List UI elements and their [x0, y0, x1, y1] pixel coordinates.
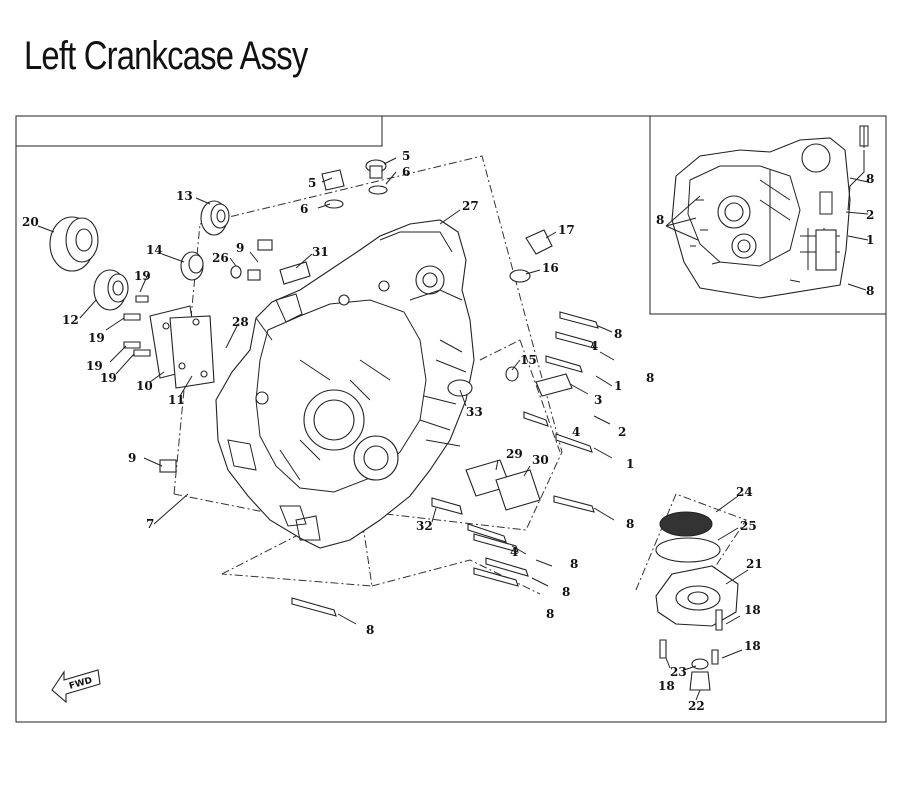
callout-31: 31	[312, 245, 329, 259]
fwd-arrow: FWD	[51, 669, 101, 704]
callout-8: 8	[614, 327, 622, 341]
bolt-18	[711, 649, 719, 665]
long-bolts-8	[291, 311, 599, 617]
drain-plug-22	[689, 671, 711, 691]
plug-5-right	[365, 159, 388, 195]
callout-23: 23	[670, 665, 687, 679]
callout-1: 1	[626, 457, 634, 471]
callout-8: 8	[546, 607, 554, 621]
screw-19	[123, 313, 141, 321]
callout-3: 3	[594, 393, 602, 407]
callout-24: 24	[736, 485, 753, 499]
callout-4: 4	[510, 545, 518, 559]
callout-2: 2	[618, 425, 626, 439]
callout-20: 20	[22, 215, 39, 229]
callout-9: 9	[236, 241, 244, 255]
cover-plate-10	[149, 305, 215, 389]
callout-29: 29	[506, 447, 523, 461]
callout-2: 2	[866, 208, 874, 222]
callout-8: 8	[562, 585, 570, 599]
bushings-29-30	[465, 459, 541, 511]
callout-27: 27	[462, 199, 479, 213]
callout-25: 25	[740, 519, 757, 533]
bearing-13	[200, 200, 230, 236]
callout-8: 8	[366, 623, 374, 637]
bearing-20	[49, 216, 99, 272]
screw-19	[123, 341, 141, 349]
sleeve-31	[279, 261, 311, 285]
callout-18: 18	[744, 603, 761, 617]
callout-26: 26	[212, 251, 229, 265]
callout-18: 18	[658, 679, 675, 693]
dipstick-17	[509, 229, 553, 283]
callout-19: 19	[100, 371, 117, 385]
bolt-2	[523, 411, 549, 427]
callout-16: 16	[542, 261, 559, 275]
inset-frame	[649, 115, 887, 315]
bolt-18	[715, 609, 723, 631]
callout-21: 21	[746, 557, 763, 571]
callout-19: 19	[134, 269, 151, 283]
callout-4: 4	[590, 339, 598, 353]
dowel-9	[247, 269, 261, 281]
bolt-18	[659, 639, 667, 659]
o-ring-25	[655, 537, 721, 563]
callout-14: 14	[146, 243, 163, 257]
callout-22: 22	[688, 699, 705, 713]
callout-5: 5	[308, 176, 316, 190]
plug-5-left	[321, 169, 345, 209]
callout-8: 8	[866, 172, 874, 186]
assembled-engine-inset	[671, 125, 869, 299]
callout-19: 19	[86, 359, 103, 373]
callout-8: 8	[656, 213, 664, 227]
callout-8: 8	[626, 517, 634, 531]
bolt-3	[535, 373, 573, 397]
filter-cover-21	[655, 565, 739, 627]
seal-26	[230, 265, 242, 279]
dowel-9	[159, 459, 177, 473]
callout-33: 33	[466, 405, 483, 419]
callout-6: 6	[300, 202, 308, 216]
callout-15: 15	[520, 353, 537, 367]
left-crankcase	[215, 219, 475, 549]
bearing-12	[93, 269, 129, 311]
callout-32: 32	[416, 519, 433, 533]
callout-13: 13	[176, 189, 193, 203]
screw-19	[133, 349, 151, 357]
washer-23	[691, 658, 709, 670]
callout-8: 8	[866, 284, 874, 298]
callout-1: 1	[866, 233, 874, 247]
callout-8: 8	[646, 371, 654, 385]
bolt-4	[467, 523, 507, 543]
callout-19: 19	[88, 331, 105, 345]
bearing-14	[180, 251, 204, 281]
callout-8: 8	[570, 557, 578, 571]
bolt-1	[555, 433, 593, 453]
screw-19	[135, 295, 149, 303]
callout-6: 6	[402, 165, 410, 179]
callout-7: 7	[146, 517, 154, 531]
callout-9: 9	[128, 451, 136, 465]
callout-4: 4	[572, 425, 580, 439]
pin-32	[431, 497, 463, 515]
callout-28: 28	[232, 315, 249, 329]
callout-11: 11	[168, 393, 185, 407]
callout-18: 18	[744, 639, 761, 653]
callout-1: 1	[614, 379, 622, 393]
callout-17: 17	[558, 223, 575, 237]
callout-12: 12	[62, 313, 79, 327]
callout-5: 5	[402, 149, 410, 163]
washer-15	[505, 366, 519, 382]
callout-30: 30	[532, 453, 549, 467]
diagram-frame	[15, 115, 887, 723]
filter-24	[659, 511, 713, 537]
callout-10: 10	[136, 379, 153, 393]
dowel-9	[257, 239, 273, 251]
title-block	[16, 116, 383, 147]
page-title: Left Crankcase Assy	[24, 34, 308, 78]
